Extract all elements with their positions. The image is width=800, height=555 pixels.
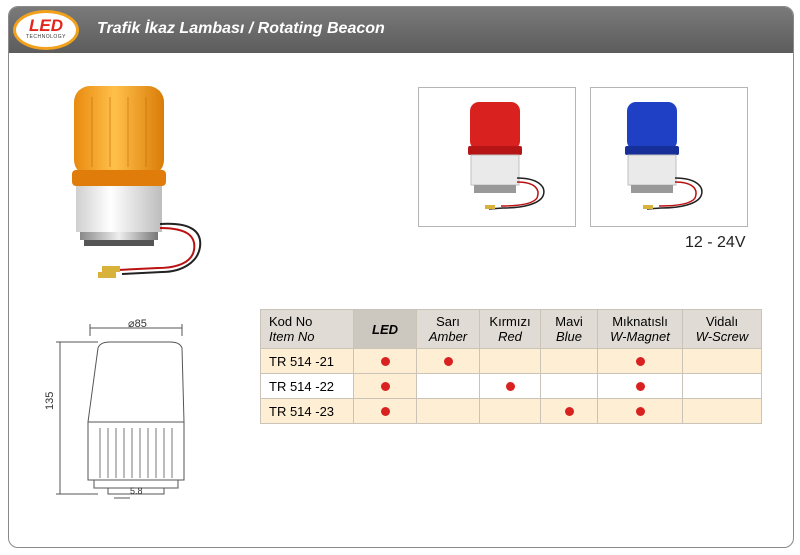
blue-beacon-photo [590, 87, 748, 227]
table-row: TR 514 -22 [260, 373, 762, 399]
header-en: W-Screw [695, 329, 749, 344]
mark-cell [682, 373, 762, 399]
header-bar: LED TECHNOLOGY Trafik İkaz Lambası / Rot… [9, 7, 793, 53]
spec-table: Kod No Item No LED Sarı Amber Kırmızı Re… [260, 309, 762, 424]
mark-cell [597, 373, 683, 399]
header-en: Item No [269, 329, 315, 344]
dimension-drawing [56, 324, 185, 499]
check-dot-icon [505, 381, 515, 391]
header-red: Kırmızı Red [479, 309, 541, 349]
header-en: W-Magnet [610, 329, 670, 344]
check-dot-icon [380, 356, 390, 366]
item-code: TR 514 -22 [260, 373, 354, 399]
mark-cell [416, 398, 480, 424]
mark-cell [540, 348, 598, 374]
header-screw: Vidalı W-Screw [682, 309, 762, 349]
height-label: 135 [44, 391, 56, 410]
check-dot-icon [635, 356, 645, 366]
mark-cell [682, 348, 762, 374]
page-title: Trafik İkaz Lambası / Rotating Beacon [97, 20, 385, 37]
table-header-row: Kod No Item No LED Sarı Amber Kırmızı Re… [260, 309, 762, 349]
mark-cell [353, 348, 417, 374]
mark-cell [416, 348, 480, 374]
diameter-label: ⌀85 [128, 318, 147, 330]
mark-cell [597, 398, 683, 424]
red-beacon-photo [418, 87, 576, 227]
led-technology-logo: LED TECHNOLOGY [13, 10, 79, 50]
mark-cell [416, 373, 480, 399]
logo-subtext: TECHNOLOGY [25, 34, 66, 40]
base-label: 5.8 [130, 486, 143, 496]
header-tr: LED [372, 321, 398, 337]
header-blue: Mavi Blue [540, 309, 598, 349]
red-beacon-image [468, 102, 545, 210]
item-code: TR 514 -23 [260, 398, 354, 424]
logo-text: LED [29, 16, 63, 35]
check-dot-icon [635, 406, 645, 416]
header-magnet: Mıknatıslı W-Magnet [597, 309, 683, 349]
check-dot-icon [635, 381, 645, 391]
check-dot-icon [380, 381, 390, 391]
header-tr: Vidalı [705, 314, 739, 329]
header-item-no: Kod No Item No [260, 309, 354, 349]
header-tr: Mavi [555, 314, 583, 329]
header-en: Amber [428, 329, 468, 344]
table-row: TR 514 -23 [260, 398, 762, 424]
check-dot-icon [443, 356, 453, 366]
mark-cell [353, 398, 417, 424]
mark-cell [353, 373, 417, 399]
mark-cell [479, 373, 541, 399]
blue-beacon-image [625, 102, 703, 210]
mark-cell [479, 348, 541, 374]
item-code: TR 514 -21 [260, 348, 354, 374]
header-tr: Kırmızı [489, 314, 531, 329]
header-en: Blue [555, 329, 583, 344]
check-dot-icon [380, 406, 390, 416]
amber-beacon-image [72, 86, 202, 278]
header-amber: Sarı Amber [416, 309, 480, 349]
header-en: Red [498, 329, 522, 344]
mark-cell [479, 398, 541, 424]
header-tr: Mıknatıslı [612, 314, 668, 329]
header-tr: Sarı [436, 314, 460, 329]
table-row: TR 514 -21 [260, 348, 762, 374]
mark-cell [540, 398, 598, 424]
header-tr: Kod No [269, 314, 313, 329]
header-led: LED [353, 309, 417, 349]
voltage-label: 12 - 24V [685, 234, 746, 251]
check-dot-icon [564, 406, 574, 416]
mark-cell [540, 373, 598, 399]
mark-cell [682, 398, 762, 424]
mark-cell [597, 348, 683, 374]
